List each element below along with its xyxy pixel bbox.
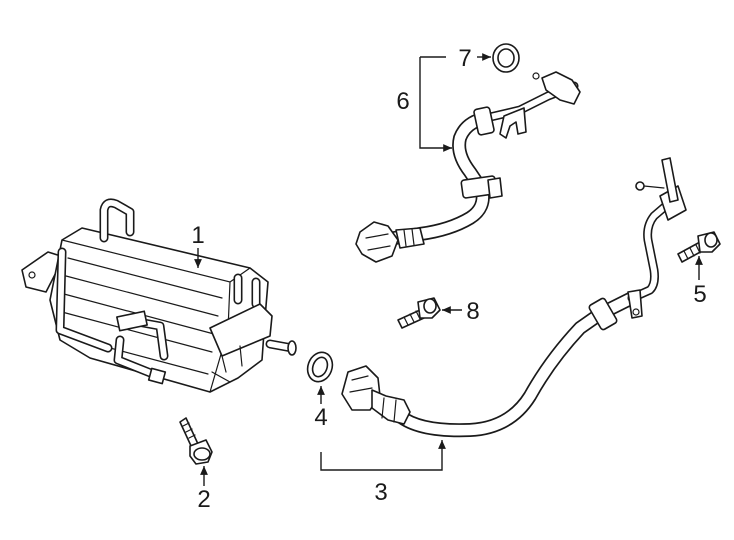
o-ring-4-part: [306, 351, 334, 383]
leader-lines: [194, 53, 703, 486]
bolt-8-part: [397, 297, 441, 329]
callout-5: 5: [693, 281, 706, 308]
bolt-2-part: [179, 417, 213, 465]
callout-8: 8: [466, 298, 479, 325]
bolt-5-part: [677, 231, 721, 263]
leader-3: [320, 440, 446, 471]
callout-4: 4: [314, 404, 327, 431]
callout-2: 2: [197, 486, 210, 513]
coolant-hose-3-part: [341, 157, 687, 438]
o-ring-7-part: [492, 43, 520, 73]
callout-6: 6: [396, 88, 409, 115]
coolant-hose-6-part: [355, 71, 581, 263]
leader-6: [419, 57, 452, 152]
callout-7: 7: [458, 45, 471, 72]
callout-3: 3: [374, 479, 387, 506]
oil-cooler-part: [21, 198, 297, 393]
callout-1: 1: [191, 222, 204, 249]
callout-labels: 1 2 3 4 5 6 7 8: [191, 45, 706, 513]
